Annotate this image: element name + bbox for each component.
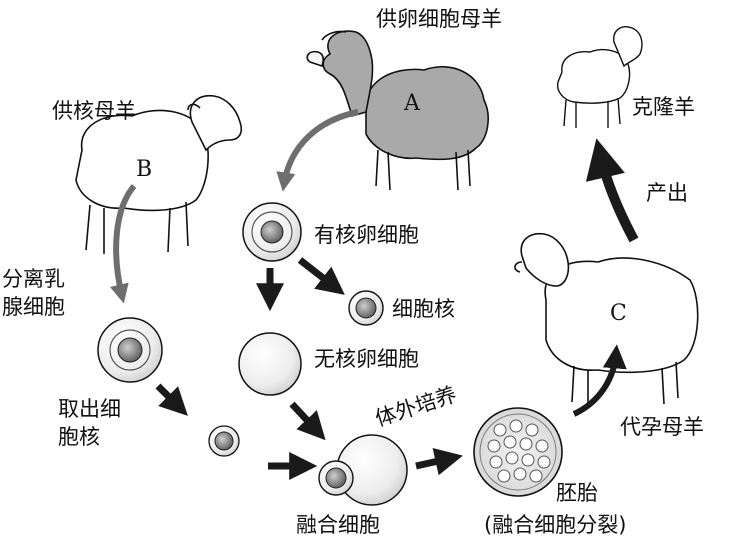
arrow-implant <box>572 344 627 417</box>
clone-sheep <box>556 26 643 128</box>
label-egg-donor: 供卵细胞母羊 <box>376 7 502 31</box>
arrow-extract-nucleus <box>155 383 188 416</box>
nucleated-egg-cell <box>242 202 302 262</box>
label-fused-cell: 融合细胞 <box>296 513 380 537</box>
arrow-cell-from-b <box>109 184 137 304</box>
arrow-egg-from-a <box>276 109 359 192</box>
mammary-cell <box>97 317 163 383</box>
arrows <box>109 109 639 480</box>
label-nucleus-donor: 供核母羊 <box>52 99 136 123</box>
sheep-a-egg-donor <box>306 30 489 191</box>
label-embryo-note: (融合细胞分裂) <box>484 513 627 537</box>
label-embryo: 胚胎 <box>556 481 598 505</box>
letter-b: B <box>136 157 153 182</box>
fused-cell <box>318 434 408 506</box>
sheep-c-surrogate <box>514 232 699 408</box>
nucleus-removed <box>348 290 384 326</box>
arrow-culture <box>415 447 463 476</box>
arrow-birth <box>585 138 639 243</box>
label-extract-line1: 取出细 <box>58 397 121 421</box>
extracted-nucleus <box>208 425 240 457</box>
label-surrogate: 代孕母羊 <box>620 415 704 439</box>
arrow-remove-nucleus <box>297 257 345 295</box>
label-clone: 克隆羊 <box>632 95 695 119</box>
label-enucleated-egg: 无核卵细胞 <box>314 347 419 371</box>
label-separate-line2: 腺细胞 <box>2 295 65 319</box>
label-birth: 产出 <box>646 181 688 205</box>
embryo <box>473 407 563 497</box>
label-separate-line1: 分离乳 <box>2 267 65 291</box>
sheep-b-nucleus-donor <box>75 95 243 254</box>
letter-c: C <box>610 301 627 326</box>
arrow-to-fusion <box>289 401 326 441</box>
enucleated-egg-cell <box>238 332 302 396</box>
letter-a: A <box>404 91 420 116</box>
label-nucleated-egg: 有核卵细胞 <box>314 223 419 247</box>
label-extract-line2: 胞核 <box>58 425 100 449</box>
label-nucleus: 细胞核 <box>392 297 455 321</box>
